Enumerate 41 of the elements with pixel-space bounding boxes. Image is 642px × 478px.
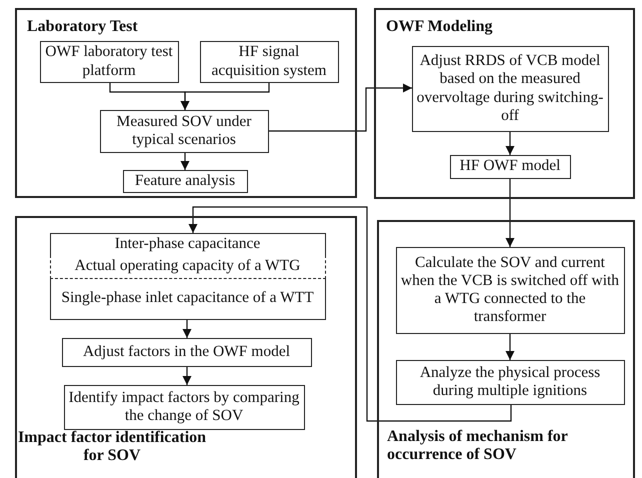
arrow: [180, 83, 270, 110]
group-panel: [374, 8, 635, 199]
group-title: OWF Modeling: [386, 18, 493, 36]
group-title: Analysis of mechanism for occurrence of SOV: [387, 428, 569, 464]
box-text: Actual operating capacity of a WTG: [74, 257, 302, 276]
process-box: [100, 110, 268, 152]
box-text: Adjust factors in the OWF model: [82, 342, 292, 362]
box-text: Identify impact factors by comparing the change of SOV: [68, 388, 300, 426]
group-title: Impact factor identification for SOV: [17, 429, 207, 464]
box-text: HF signal acquisition system: [210, 43, 328, 80]
box-text: HF OWF model: [458, 157, 562, 176]
process-box: [50, 278, 326, 320]
process-box: [50, 232, 326, 256]
arrow: [269, 84, 412, 132]
group-title: Laboratory Test: [27, 18, 138, 36]
process-box: [122, 170, 248, 192]
process-box: [200, 40, 338, 82]
box-text: Measured SOV under typical scenarios: [116, 112, 252, 150]
process-box: [396, 246, 624, 334]
process-box: [412, 46, 608, 132]
process-box: [62, 338, 312, 366]
box-text: Inter-phase capacitance: [114, 234, 262, 254]
box-text: Calculate the SOV and current when the VCB is switched off with a WTG connected to the transformer: [400, 254, 620, 326]
box-text: Analyze the physical process during multiple ignitions: [418, 364, 602, 400]
box-text: OWF laboratory test platform: [44, 43, 174, 80]
box-text: Feature analysis: [134, 172, 236, 190]
arrow: [180, 153, 190, 170]
box-text: Single-phase inlet capacitance of a WTT: [60, 289, 315, 308]
arrow: [506, 334, 514, 360]
group-panel: [15, 216, 357, 478]
arrow: [188, 206, 512, 422]
process-box: [50, 254, 326, 278]
arrow: [506, 132, 514, 155]
process-box: [396, 360, 624, 404]
group-panel: [377, 220, 635, 478]
group-panel: [15, 8, 357, 198]
arrow: [506, 179, 514, 247]
arrow: [182, 320, 192, 338]
arrow: [182, 367, 192, 385]
process-box: [450, 154, 570, 178]
box-text: Adjust RRDS of VCB model based on the measured overvoltage during switching-off: [416, 52, 604, 125]
